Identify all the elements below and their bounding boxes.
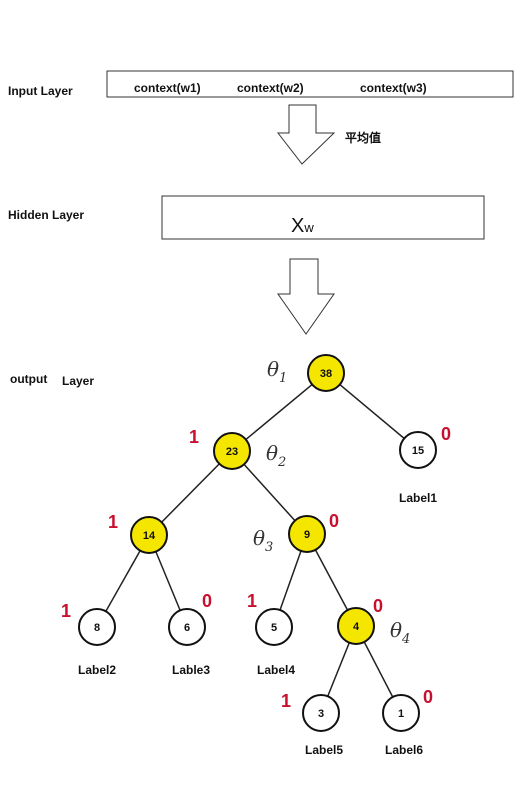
edge-bit-label: 0 <box>329 511 339 531</box>
edge-bit-label: 1 <box>61 601 71 621</box>
edge-bit-label: 0 <box>202 591 212 611</box>
leaf-class-label: Label4 <box>257 663 295 677</box>
tree-node-leaf <box>302 694 340 732</box>
hidden-box <box>161 195 485 240</box>
edge-bit-label: 1 <box>281 691 291 711</box>
leaf-class-label: Label6 <box>385 743 423 757</box>
tree-node-leaf <box>78 608 116 646</box>
output-layer-label-b: Layer <box>62 374 94 388</box>
tree-node-path <box>337 607 375 645</box>
theta-parameter-label: θ2 <box>266 441 286 470</box>
tree-node-value: 1 <box>398 708 404 720</box>
leaf-class-label: Label1 <box>399 491 437 505</box>
down-arrow-icon <box>276 104 336 165</box>
tree-node-leaf <box>168 608 206 646</box>
tree-node-path <box>130 516 168 554</box>
edge-bit-label: 1 <box>247 591 257 611</box>
tree-node-path <box>307 354 345 392</box>
tree-node-value: 6 <box>184 622 190 634</box>
tree-node-path <box>213 432 251 470</box>
tree-node-leaf <box>399 431 437 469</box>
tree-node-leaf <box>255 608 293 646</box>
context-w1-label: context(w1) <box>134 81 201 95</box>
leaf-class-label: Label2 <box>78 663 116 677</box>
down-arrow-icon <box>277 258 335 335</box>
hidden-layer-label: Hidden Layer <box>8 208 84 222</box>
tree-node-value: 15 <box>412 445 424 457</box>
tree-node-value: 4 <box>353 621 360 633</box>
average-label: 平均值 <box>345 130 381 145</box>
tree-edge <box>325 372 419 451</box>
tree-node-path <box>288 515 326 553</box>
tree-node-value: 5 <box>271 622 277 634</box>
input-layer-label: Input Layer <box>8 84 73 98</box>
leaf-class-label: Lable3 <box>172 663 210 677</box>
xw-label: Xw <box>291 215 314 237</box>
tree-edge <box>231 372 327 452</box>
leaf-class-label: Label5 <box>305 743 343 757</box>
theta-parameter-label: θ1 <box>267 357 287 386</box>
tree-node-value: 9 <box>304 529 310 541</box>
tree-node-value: 3 <box>318 708 324 720</box>
edge-bit-label: 1 <box>189 427 199 447</box>
edge-bit-label: 1 <box>108 512 118 532</box>
tree-edge <box>148 450 233 536</box>
context-w2-label: context(w2) <box>237 81 304 95</box>
tree-node-value: 8 <box>94 622 100 634</box>
input-box <box>106 70 514 98</box>
edge-bit-label: 0 <box>423 687 433 707</box>
context-w3-label: context(w3) <box>360 81 427 95</box>
edge-bit-label: 0 <box>373 596 383 616</box>
theta-parameter-label: θ4 <box>390 618 410 647</box>
output-layer-label-a: output <box>10 372 47 386</box>
tree-node-value: 23 <box>226 446 238 458</box>
tree-node-value: 14 <box>143 530 156 542</box>
tree-node-leaf <box>382 694 420 732</box>
edge-bit-label: 0 <box>441 424 451 444</box>
tree-nodes: 38 23 15 14 9 8 6 5 4 3 1 <box>78 354 437 732</box>
theta-parameter-label: θ3 <box>253 526 273 555</box>
tree-node-value: 38 <box>320 368 332 380</box>
